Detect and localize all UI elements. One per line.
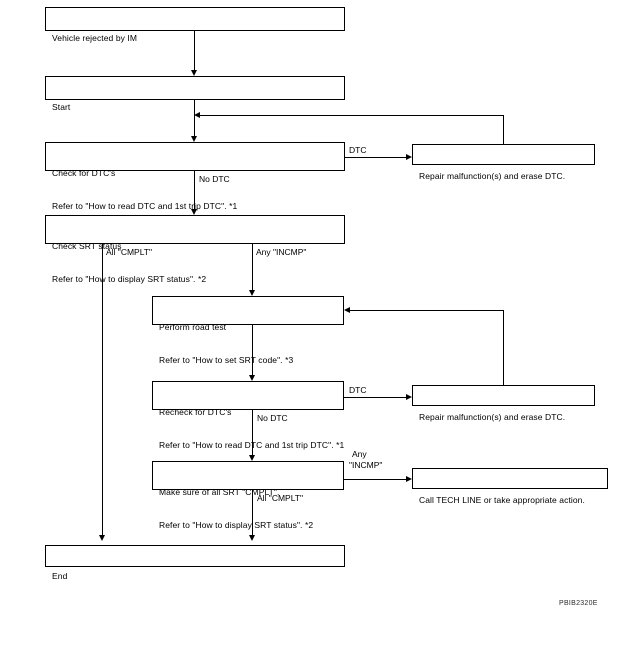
node-text-line: Refer to "How to display SRT status". *2 <box>159 520 314 530</box>
node-text-line: Refer to "How to read DTC and 1st trip D… <box>52 201 238 211</box>
node-vehicle-rejected: Vehicle rejected by IM <box>45 7 345 43</box>
edge-check-srt-all-cmplt <box>102 244 103 535</box>
edge-repair-1-loop-up <box>503 115 504 144</box>
edge-label-any-incmp-1: Any "INCMP" <box>256 247 307 257</box>
edge-label-any-incmp-2-line1: Any <box>352 449 367 459</box>
arrowhead-down <box>248 375 255 381</box>
edge-start-to-check-dtc <box>194 100 195 136</box>
node-text-line: Vehicle rejected by IM <box>52 33 138 43</box>
node-text-line: Recheck for DTC's <box>159 407 232 417</box>
edge-repair-1-loop-left <box>200 115 504 116</box>
node-text-line: End <box>52 571 68 581</box>
node-text-line: Repair malfunction(s) and erase DTC. <box>419 171 566 181</box>
edge-make-sure-srt-to-end <box>252 490 253 535</box>
node-text-line: Make sure of all SRT "CMPLT". <box>159 487 280 497</box>
arrowhead-right <box>406 475 412 482</box>
edge-road-test-to-recheck-dtc <box>252 325 253 375</box>
node-tech-line: Call TECH LINE or take appropriate actio… <box>412 468 608 505</box>
node-check-srt: Check SRT status Refer to "How to displa… <box>45 215 345 284</box>
arrowhead-down <box>98 535 105 541</box>
edge-check-dtc-to-check-srt <box>194 171 195 209</box>
node-road-test: Perform road test Refer to "How to set S… <box>152 296 344 365</box>
edge-recheck-dtc-to-make-sure-srt <box>252 410 253 455</box>
edge-make-sure-srt-to-tech-line <box>344 479 406 480</box>
edge-vehicle-to-start <box>194 31 195 70</box>
arrowhead-down <box>248 535 255 541</box>
node-make-sure-srt: Make sure of all SRT "CMPLT". Refer to "… <box>152 461 344 530</box>
arrowhead-down <box>248 290 255 296</box>
node-recheck-dtc: Recheck for DTC's Refer to "How to read … <box>152 381 344 450</box>
node-check-dtc: Check for DTC's Refer to "How to read DT… <box>45 142 345 211</box>
node-text-line: Check SRT status <box>52 241 122 251</box>
node-text-line: Call TECH LINE or take appropriate actio… <box>419 495 585 505</box>
node-text-line: Repair malfunction(s) and erase DTC. <box>419 412 566 422</box>
edge-recheck-dtc-to-repair-2 <box>344 397 406 398</box>
edge-repair-2-loop-up <box>503 310 504 385</box>
arrowhead-down <box>190 70 197 76</box>
edge-label-no-dtc-2: No DTC <box>257 413 288 423</box>
edge-label-dtc-1: DTC <box>349 145 367 155</box>
node-text-line: Start <box>52 102 71 112</box>
arrowhead-down <box>190 136 197 142</box>
edge-check-srt-any-incmp <box>252 244 253 290</box>
node-repair-dtc-1: Repair malfunction(s) and erase DTC. <box>412 144 595 181</box>
edge-label-all-cmplt-2: All "CMPLT" <box>257 493 304 503</box>
node-text-line: Refer to "How to display SRT status". *2 <box>52 274 207 284</box>
edge-repair-2-loop-left <box>350 310 504 311</box>
edge-label-any-incmp-2-line2: "INCMP" <box>349 460 383 470</box>
node-repair-dtc-2: Repair malfunction(s) and erase DTC. <box>412 385 595 422</box>
edge-label-no-dtc-1: No DTC <box>199 174 230 184</box>
arrowhead-right <box>406 153 412 160</box>
node-text-line: Check for DTC's <box>52 168 116 178</box>
node-end: End <box>45 545 345 581</box>
arrowhead-down <box>248 455 255 461</box>
node-text-line: Refer to "How to read DTC and 1st trip D… <box>159 440 345 450</box>
arrowhead-right <box>406 393 412 400</box>
node-start: Start <box>45 76 345 112</box>
arrowhead-left <box>194 111 200 118</box>
edge-label-all-cmplt-1: All "CMPLT" <box>106 247 153 257</box>
edge-check-dtc-to-repair-1 <box>345 157 406 158</box>
figure-code: PBIB2320E <box>559 600 598 607</box>
arrowhead-left <box>344 306 350 313</box>
node-text-line: Refer to "How to set SRT code". *3 <box>159 355 294 365</box>
edge-label-dtc-2: DTC <box>349 385 367 395</box>
arrowhead-down <box>190 209 197 215</box>
node-text-line: Perform road test <box>159 322 227 332</box>
